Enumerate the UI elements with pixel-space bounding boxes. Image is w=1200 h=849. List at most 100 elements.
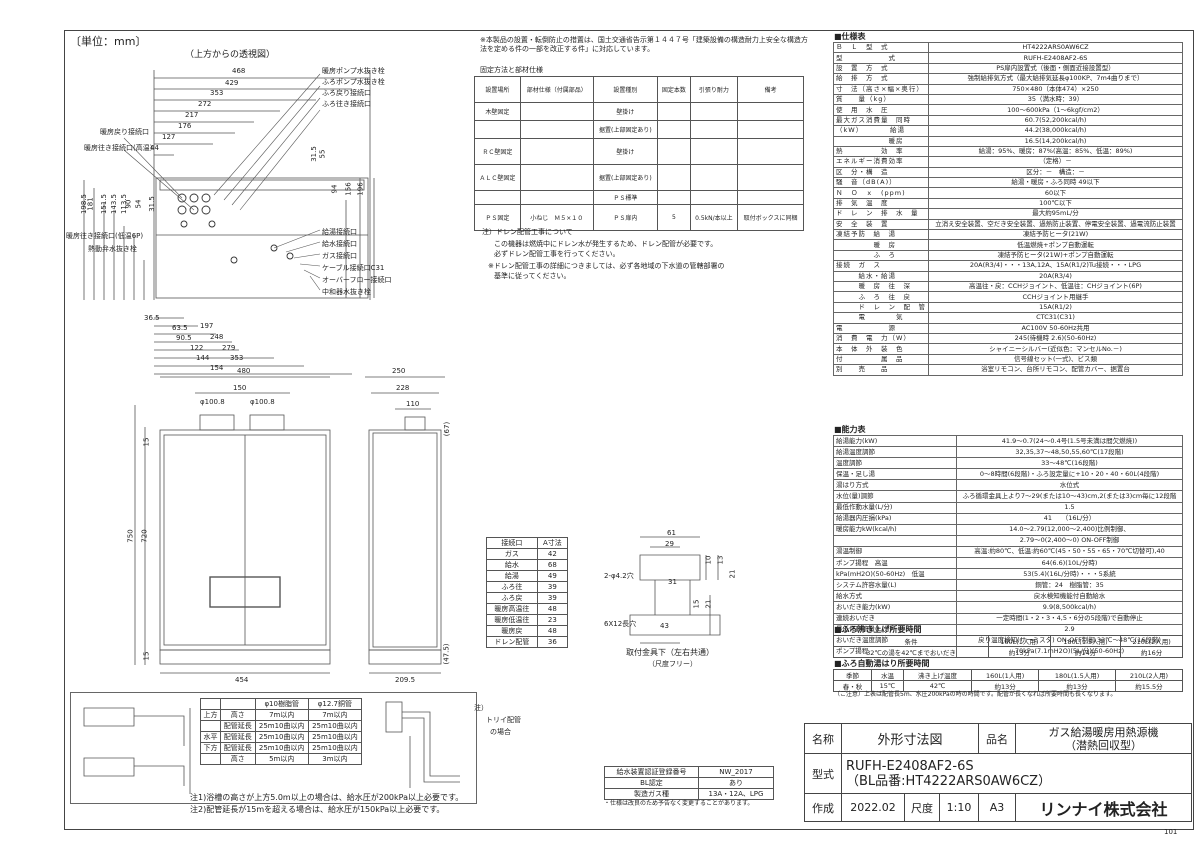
fill-r5: 約15.5分	[1114, 680, 1184, 692]
pipe-cell: 水平	[200, 731, 221, 743]
spec-key: Ｎ Ｏ ｘ (ppm)	[833, 187, 929, 199]
spec-key: 使 用 水 圧	[833, 104, 929, 116]
bracket-holes-2: 6X12長穴	[604, 620, 637, 628]
conn-cell: 23	[536, 614, 569, 626]
fill-r3: 約13分	[971, 680, 1040, 692]
perf-row: 2.79～0(2,400～0) ON-OFF制御	[833, 534, 1183, 547]
label-heating-return: 暖房戻り接続口	[100, 128, 149, 136]
spec-key: 最大ガス消費量 同時	[833, 114, 929, 127]
perf-row: 給湯器内圧損(kPa)41 （16L/分）	[833, 512, 1183, 525]
seismic-notice: ※本製品の設置・転倒防止の措置は、国土交通省告示第１４４７号「建築設備の構造耐力…	[480, 36, 808, 53]
conn-cell: 暖房高温往	[486, 603, 538, 615]
front-dim-15a: 15	[142, 437, 151, 447]
fill-h2: 沸き上げ温度	[902, 669, 973, 681]
spec-key: 電 気	[833, 312, 929, 324]
label-bath-out: ふろ往き接続口	[322, 100, 371, 108]
spec-row: 本 体 外 装 色シャイニーシルバー(近似色：マンセルNo.－)	[833, 343, 1183, 355]
fixing-r2c2: 壁掛け	[592, 138, 659, 165]
spec-value: 100～600kPa（1～6kgf/cm2）	[928, 104, 1183, 116]
dim-272: 272	[198, 100, 212, 108]
pipe-cell	[200, 753, 221, 765]
conn-cell: ふろ往	[486, 581, 538, 593]
drain-note-2: 必ずドレン配管工事を行ってください。	[494, 250, 620, 258]
fixing-r5c5: 取付ボックスに同梱	[737, 204, 804, 231]
spec-value: （定格）－	[928, 156, 1183, 168]
label-bath-pump-drain: ふろポンプ水抜き栓	[322, 78, 385, 86]
tb-name: 外形寸法図	[841, 723, 979, 754]
pipe-cell: 25m10曲以内	[307, 731, 363, 743]
conn-cell: 暖房低温往	[486, 614, 538, 626]
spec-key: 給 排 方 式	[833, 73, 929, 85]
conn-cell: 36	[536, 636, 569, 648]
spec-key: 寸 法（高さ×幅×奥行）	[833, 83, 929, 95]
label-overflow: オーバーフロー接続口	[322, 276, 392, 284]
bracket-label: 取付金具下（左右共通）	[626, 648, 714, 657]
pipe-cell: 3m以内	[307, 753, 363, 765]
spec-row: 付 属 品信号線セット(一式)、ビス類	[833, 353, 1183, 366]
spec-key: （kW） 給湯	[833, 125, 929, 137]
spec-value: 60.7(52,200kcal/h)	[928, 114, 1183, 127]
fill-h0: 季節	[833, 669, 872, 681]
spec-value: 区分：－ 構造：－	[928, 166, 1183, 179]
bracket-dim-13: 13	[716, 555, 725, 565]
std-r0c1: NW_2017	[697, 766, 775, 778]
front-dim-454: 454	[235, 676, 249, 684]
fixing-title: 固定方法と部材仕様	[480, 66, 543, 74]
bdim-122: 122	[190, 344, 204, 352]
pipe-cell: 配管延長	[219, 742, 256, 754]
spec-key: エネルギー消費効率	[833, 156, 929, 168]
drawing-frame	[64, 30, 1194, 830]
fixing-r2c0: ＲＣ壁固定	[474, 138, 521, 165]
conn-cell: 42	[536, 548, 569, 560]
pipe-note-2: 注2)配管延長が15mを超える場合は、給水圧が150kPa以上必要です。	[190, 805, 445, 814]
bdim-144: 144	[196, 354, 210, 362]
perf-row: 湯はり方式水位式	[833, 479, 1183, 492]
perf-row: 水位(量)調節ふろ循環金具上より7～29(または10～43)cm,2(または3)…	[833, 490, 1183, 503]
spec-value: 立消え安全装置、空だき安全装置、過熱防止装置、停電安全装置、過電流防止装置	[928, 218, 1183, 231]
spec-key: ふ ろ	[833, 249, 929, 262]
rvdim-196: 196	[356, 182, 365, 196]
tb-item-1: ガス給湯暖房用熱源機	[1048, 725, 1159, 739]
label-water-supply: 給水接続口	[322, 240, 357, 248]
label-hot-water: 給湯接続口	[322, 228, 357, 236]
fixing-h0: 設置場所	[474, 76, 521, 103]
perf-row: 給水方式戻水検知機能付自動給水	[833, 590, 1183, 603]
tb-company: リンナイ株式会社	[1015, 793, 1192, 822]
spec-title: ■仕様表	[834, 32, 866, 41]
spec-key: 熱 効 率	[833, 145, 929, 158]
spec-value: 給湯・暖房・ふろ同時 49以下	[928, 177, 1183, 189]
bath-h0: 条件	[833, 635, 989, 647]
perf-row: 湯温制御高温:約80℃、低温:約60℃(45・50・55・65・70℃切替可),…	[833, 545, 1183, 559]
pipe-note-1: 注1)浴槽の高さが上方5.0m以上の場合は、給水圧が200kPa以上必要です。	[190, 793, 464, 802]
spec-key: ド レ ン 排 水 量	[833, 208, 929, 220]
spec-key: 消 費 電 力（W）	[833, 332, 929, 345]
bath-r1: 約13分	[988, 646, 1051, 658]
label-heating-pump-drain: 暖房ポンプ水抜き栓	[322, 67, 385, 75]
perf-value: 1.5	[956, 501, 1183, 514]
perf-value: 高温:約80℃、低温:約60℃(45・50・55・65・70℃切替可),40	[956, 545, 1183, 559]
spec-key: 区 分・構 造	[833, 166, 929, 179]
dim-353: 353	[210, 89, 224, 97]
bdim-90: 90.5	[176, 334, 192, 342]
pipe-h2: φ10樹脂管	[254, 698, 309, 710]
spec-key: 給水・給湯	[833, 270, 929, 283]
perf-key: 最低作動水量(L/分)	[833, 501, 957, 514]
trap-note-1: トリイ配管	[486, 716, 521, 724]
spec-key: 別 売 品	[833, 364, 929, 376]
spec-value: 20A(R3/4)	[928, 270, 1183, 283]
spec-key: Ｂ Ｌ 型 式	[833, 41, 929, 54]
dim-468: 468	[232, 67, 246, 75]
perf-value: 14.0～2.79(12,000～2,400)比例制御、	[956, 523, 1183, 536]
tb-item-2: （潜熱回収型）	[1065, 738, 1142, 752]
spec-key: 型 式	[833, 52, 929, 64]
tb-model-label: 型式	[804, 753, 842, 794]
unit-label: 〔単位：mm〕	[70, 35, 147, 48]
rvdim-55: 55	[318, 149, 327, 159]
perf-row: 暖房能力kW(kcal/h)14.0～2.79(12,000～2,400)比例制…	[833, 523, 1183, 536]
